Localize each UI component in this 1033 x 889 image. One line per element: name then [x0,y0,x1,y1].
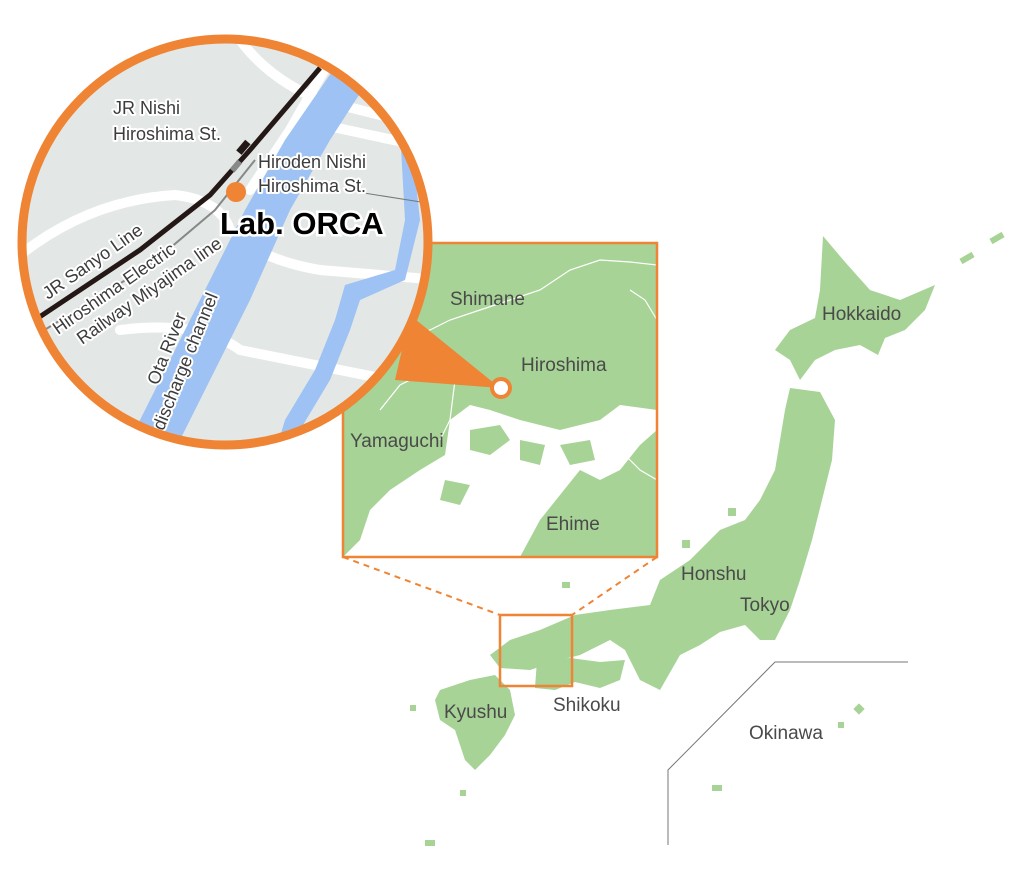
label-hokkaido: Hokkaido [822,304,901,325]
callout-pointer [395,315,500,388]
region-inset-map: Shimane Hiroshima Yamaguchi Ehime [341,241,659,559]
kyushu-shape [435,675,515,770]
tenma-river [270,130,420,445]
jr-station-icon [236,139,251,155]
label-lab-orca: Lab. ORCA [220,206,384,241]
label-shikoku: Shikoku [553,695,621,716]
honshu-shape [490,388,835,690]
okinawa-divider [667,661,908,845]
label-honshu: Honshu [681,564,747,585]
shikoku-shape [535,658,625,690]
label-ehime: Ehime [546,514,600,535]
label-yamaguchi: Yamaguchi [350,431,444,452]
hokkaido-shape [775,236,935,380]
ota-river [120,60,375,445]
label-okinawa: Okinawa [749,723,823,744]
label-tokyo: Tokyo [740,595,790,616]
jr-sanyo-line [22,66,322,333]
hiroden-station-icon [229,159,243,173]
region-highlight-box [498,613,574,688]
label-hiroshima: Hiroshima [521,355,607,376]
japan-map [410,231,1005,846]
zoom-line-left [342,556,501,616]
lab-location-marker [490,377,512,399]
label-shimane: Shimane [450,289,525,310]
lab-orca-marker [226,182,246,202]
label-kyushu: Kyushu [444,702,507,723]
